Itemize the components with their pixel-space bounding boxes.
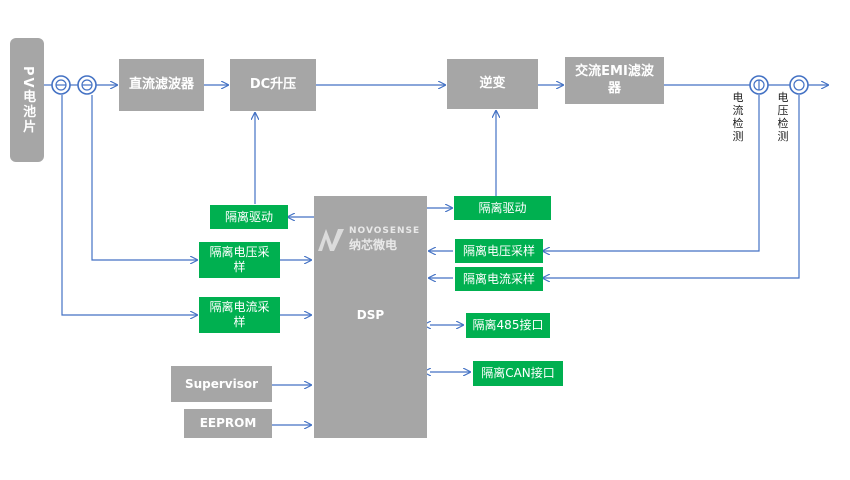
arrow-to-right-voltage-sample bbox=[543, 95, 760, 251]
arrow-to-left-voltage-sample bbox=[91, 95, 197, 260]
iso-485-label: 隔离485接口 bbox=[472, 318, 544, 332]
voltage-detect-label: 电压检测 bbox=[777, 91, 789, 143]
arrow-to-right-current-sample bbox=[543, 95, 800, 278]
dc-filter-block: 直流滤波器 bbox=[119, 59, 204, 111]
iso-can-block: 隔离CAN接口 bbox=[473, 361, 563, 386]
arrow-to-left-current-sample bbox=[61, 95, 197, 315]
ac-emi-filter-label: 交流EMI滤波器 bbox=[575, 64, 654, 96]
iso-voltage-sample-left-label: 隔离电压采样 bbox=[209, 245, 270, 274]
dsp-block: DSP bbox=[314, 196, 427, 438]
sensor-coil-icon-1 bbox=[51, 75, 71, 95]
iso-drive-left-label: 隔离驱动 bbox=[224, 209, 273, 224]
watermark-brand-cn: 纳芯微电 bbox=[349, 238, 398, 252]
watermark-brand-en: NOVOSENSE bbox=[349, 226, 421, 236]
iso-drive-left-block: 隔离驱动 bbox=[210, 205, 288, 229]
iso-voltage-sample-left-block: 隔离电压采样 bbox=[199, 242, 280, 278]
iso-current-sample-left-label: 隔离电流采样 bbox=[209, 300, 270, 329]
iso-can-label: 隔离CAN接口 bbox=[481, 366, 555, 380]
iso-current-sample-right-label: 隔离电流采样 bbox=[462, 271, 535, 286]
iso-485-block: 隔离485接口 bbox=[466, 313, 550, 338]
inverter-label: 逆变 bbox=[479, 75, 506, 91]
iso-voltage-sample-right-label: 隔离电压采样 bbox=[462, 243, 535, 258]
iso-drive-right-block: 隔离驱动 bbox=[454, 196, 551, 220]
novosense-logo-icon bbox=[318, 228, 344, 251]
voltage-sensor-icon bbox=[789, 75, 809, 95]
dc-boost-block: DC升压 bbox=[230, 59, 316, 111]
dc-boost-label: DC升压 bbox=[249, 76, 297, 92]
eeprom-label: EEPROM bbox=[199, 416, 257, 430]
sensor-coil-icon-2 bbox=[77, 75, 97, 95]
pv-panel-block: PV电池片 bbox=[10, 38, 44, 162]
novosense-watermark: NOVOSENSE 纳芯微电 bbox=[316, 226, 420, 253]
iso-voltage-sample-right-block: 隔离电压采样 bbox=[455, 239, 543, 263]
iso-current-sample-left-block: 隔离电流采样 bbox=[199, 297, 280, 333]
iso-current-sample-right-block: 隔离电流采样 bbox=[455, 267, 543, 291]
dc-filter-label: 直流滤波器 bbox=[128, 76, 194, 92]
supervisor-label: Supervisor bbox=[184, 376, 259, 391]
pv-panel-label: PV电池片 bbox=[20, 65, 36, 135]
current-detect-label: 电流检测 bbox=[732, 91, 744, 143]
dsp-label: DSP bbox=[356, 307, 385, 322]
iso-drive-right-label: 隔离驱动 bbox=[478, 200, 527, 215]
supervisor-block: Supervisor bbox=[171, 366, 272, 402]
eeprom-block: EEPROM bbox=[184, 409, 272, 438]
current-sensor-icon bbox=[749, 75, 769, 95]
ac-emi-filter-block: 交流EMI滤波器 bbox=[565, 57, 664, 104]
inverter-block: 逆变 bbox=[447, 59, 538, 109]
